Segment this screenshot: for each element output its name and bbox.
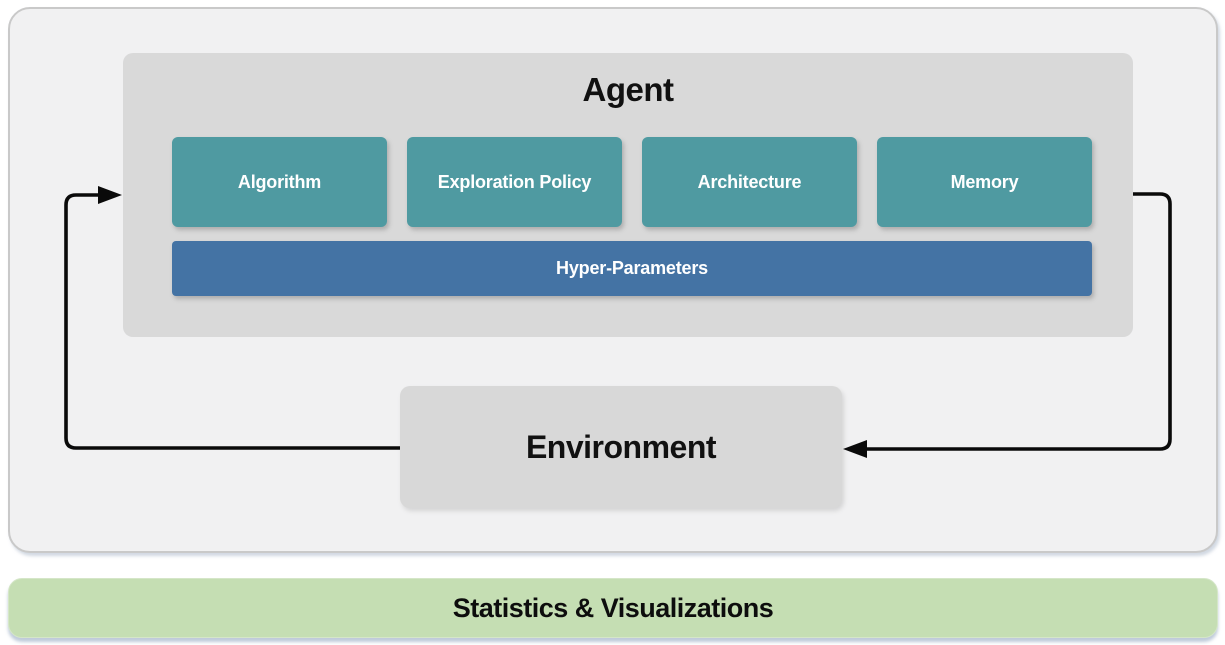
box-hyper-parameters: Hyper-Parameters [172,241,1092,296]
box-algorithm-label: Algorithm [237,171,322,192]
box-hyper-parameters-label: Hyper-Parameters [556,258,708,278]
box-algorithm: Algorithm [172,137,387,227]
box-exploration-policy: Exploration Policy [407,137,622,227]
stats-visualizations-bar: Statistics & Visualizations [8,578,1218,638]
environment-label: Environment [525,428,717,465]
agent-panel: Agent Algorithm Exploration Policy Archi… [123,53,1133,337]
box-memory: Memory [877,137,1092,227]
box-exploration-policy-label: Exploration Policy [437,171,592,192]
agent-title: Agent [582,71,675,108]
box-memory-label: Memory [950,171,1019,192]
environment-box: Environment [400,386,842,508]
stats-visualizations-label: Statistics & Visualizations [452,592,774,623]
box-architecture-label: Architecture [697,171,802,192]
box-architecture: Architecture [642,137,857,227]
